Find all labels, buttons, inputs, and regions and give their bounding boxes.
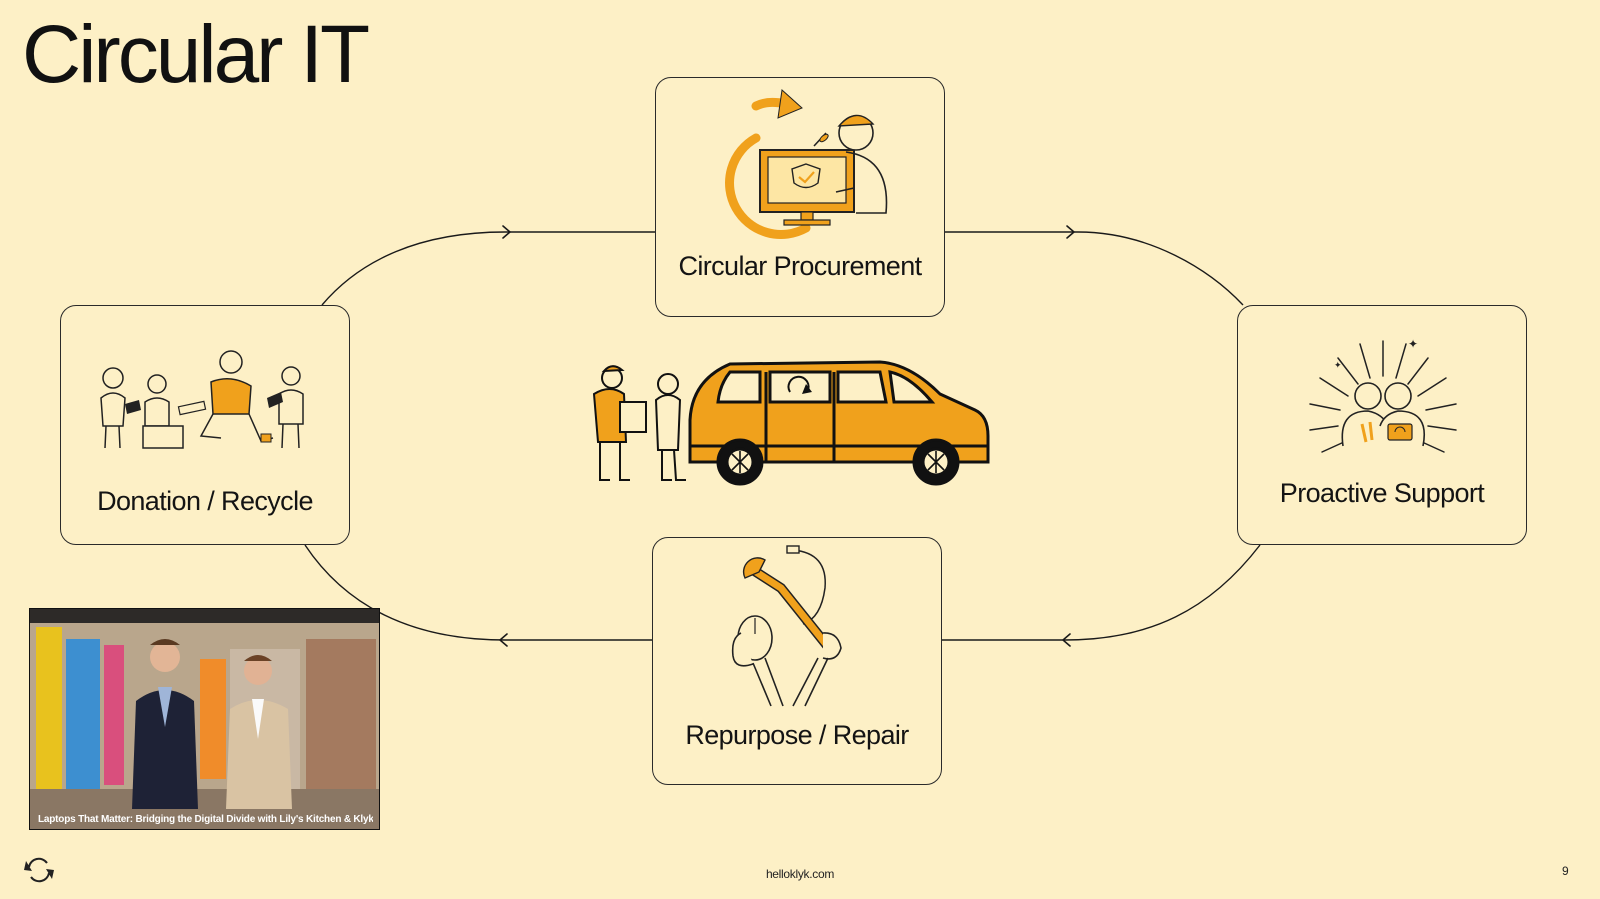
card-proactive-support: ✦ ✦ Proactive Support bbox=[1237, 305, 1527, 545]
monitor-cycle-illustration bbox=[725, 89, 888, 239]
card-label-donation: Donation / Recycle bbox=[97, 486, 313, 516]
arrowhead-left-1 bbox=[1061, 633, 1071, 647]
card-circular-procurement: Circular Procurement bbox=[655, 77, 945, 317]
svg-text:✦: ✦ bbox=[1334, 361, 1342, 371]
donation-people-illustration bbox=[100, 350, 304, 449]
arrowhead-right-1 bbox=[502, 225, 512, 239]
card-repurpose-repair: Repurpose / Repair bbox=[652, 537, 942, 785]
van-delivery-illustration bbox=[592, 360, 990, 486]
card-label-repair: Repurpose / Repair bbox=[685, 720, 909, 750]
connector-repair-to-donation bbox=[304, 544, 652, 641]
klyk-logo-icon bbox=[24, 857, 54, 883]
connector-procurement-to-support bbox=[945, 231, 1244, 306]
page-number: 9 bbox=[1562, 864, 1569, 878]
support-hug-illustration: ✦ ✦ bbox=[1309, 337, 1457, 453]
connector-support-to-repair bbox=[942, 544, 1261, 641]
card-label-procurement: Circular Procurement bbox=[678, 251, 922, 281]
video-scene-image bbox=[30, 609, 379, 829]
footer-url: helloklyk.com bbox=[765, 867, 835, 881]
arrowhead-left-2 bbox=[498, 633, 508, 647]
svg-text:✦: ✦ bbox=[1408, 337, 1418, 351]
slide-title: Circular IT bbox=[22, 9, 370, 100]
arrowhead-right-2 bbox=[1066, 225, 1076, 239]
wrench-mouse-illustration bbox=[731, 545, 842, 707]
video-caption: Laptops That Matter: Bridging the Digita… bbox=[38, 814, 373, 825]
card-donation-recycle: Donation / Recycle bbox=[60, 305, 350, 545]
card-label-support: Proactive Support bbox=[1279, 478, 1485, 508]
video-thumbnail[interactable]: Laptops That Matter: Bridging the Digita… bbox=[29, 608, 380, 830]
connector-donation-to-procurement bbox=[321, 231, 655, 306]
